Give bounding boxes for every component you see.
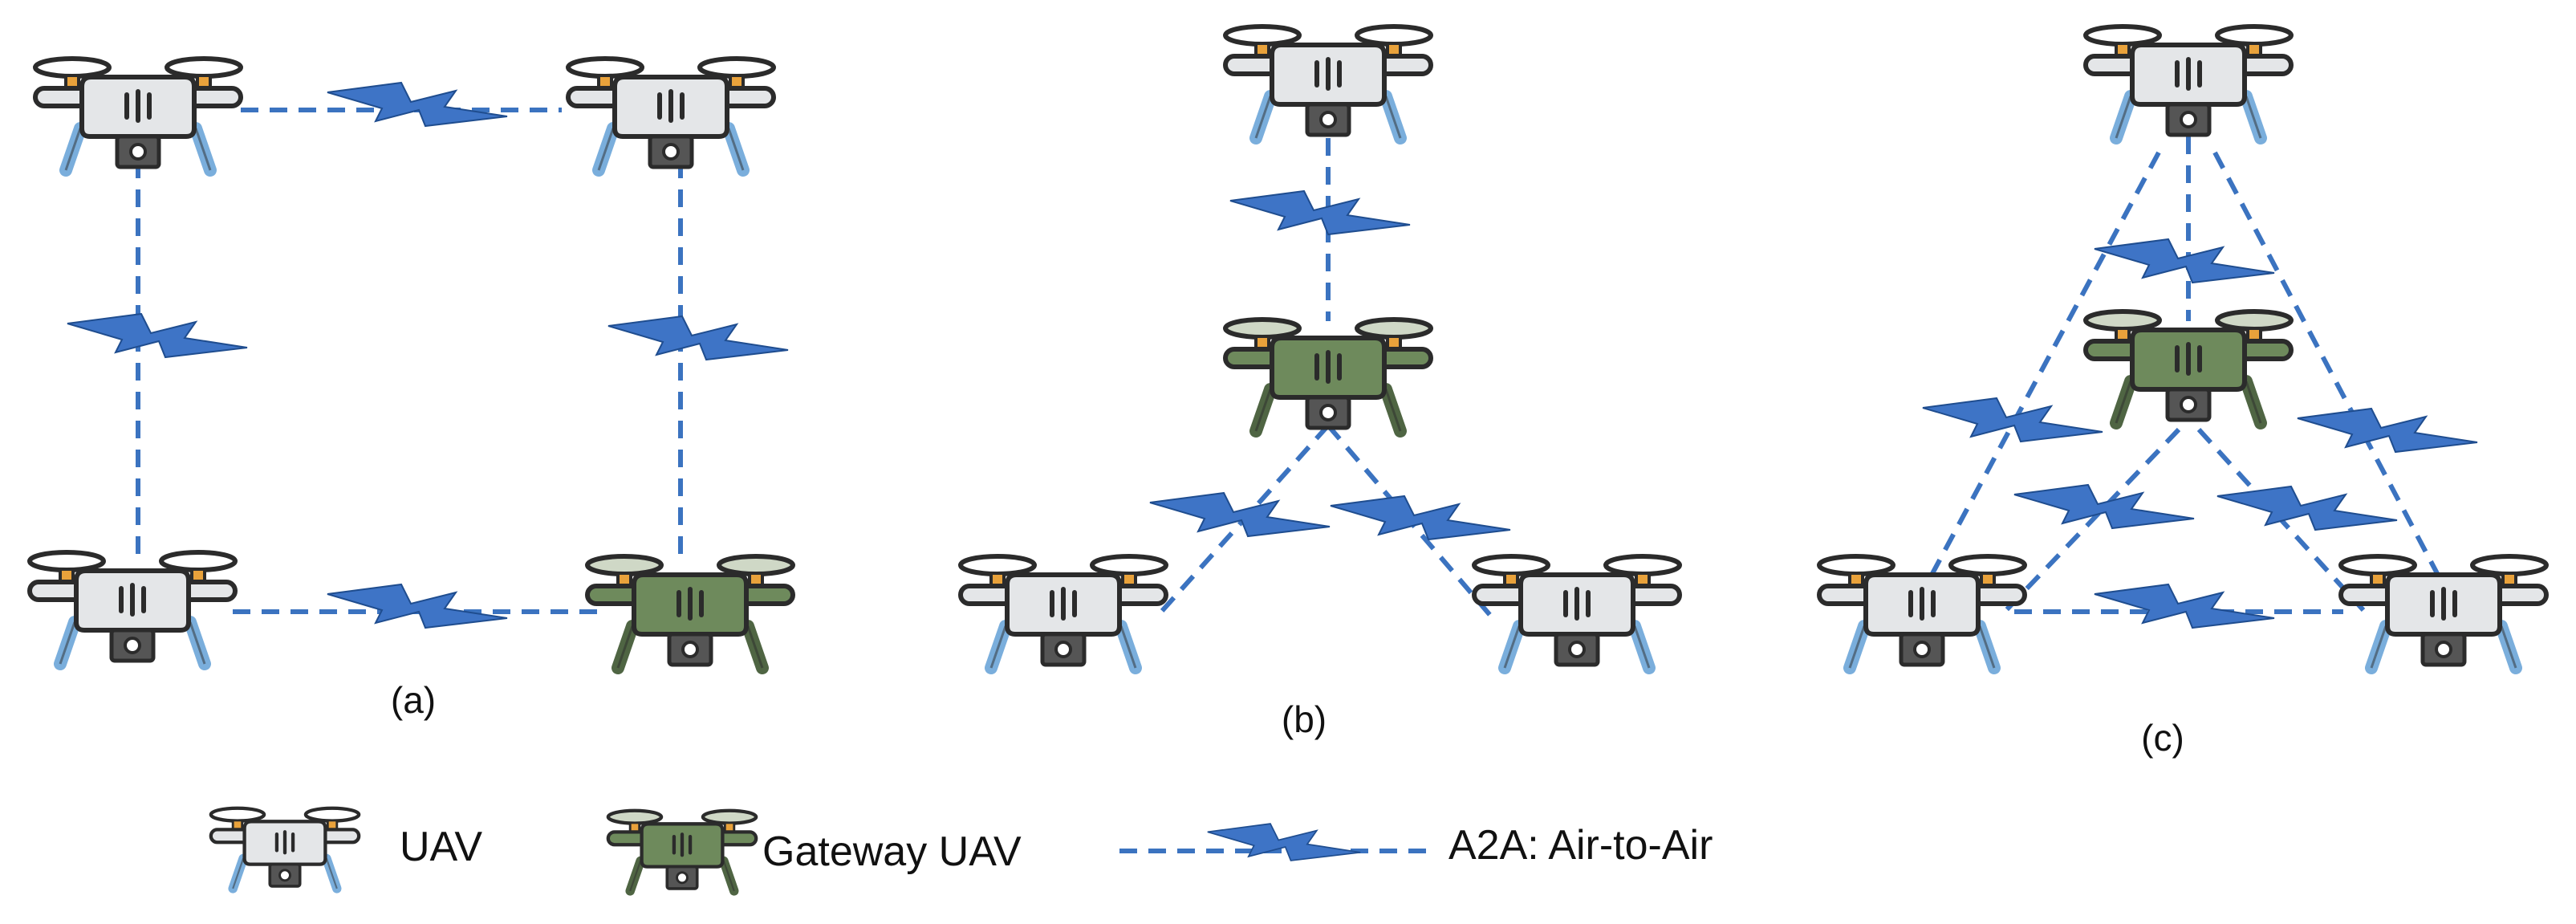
link-c-gateway-left [2004, 427, 2181, 613]
link-a-bottom-bolt-icon [327, 584, 508, 629]
link-a-right-bolt-icon [607, 315, 789, 360]
link-c-top-right-bolt-icon [2297, 408, 2478, 453]
legend-a2a-label: A2A: Air-to-Air [1448, 822, 1713, 869]
link-c-gateway-left-bolt-icon [2013, 484, 2195, 529]
link-a-top-bolt-icon [327, 82, 508, 127]
link-b-right-bolt-icon [1330, 495, 1511, 540]
drone-icon-a-top-left [33, 56, 243, 177]
link-c-top-left [1928, 151, 2161, 580]
drones-layer [27, 24, 2549, 896]
drone-icon-b-bottom-left [958, 554, 1168, 674]
drone-icon-a-top-right [566, 56, 776, 177]
drone-icon-b-top [1223, 24, 1433, 145]
legend-a2a-bolt-icon [1206, 823, 1362, 861]
link-c-top-right [2212, 151, 2442, 580]
drone-icon-b-bottom-right [1472, 554, 1682, 674]
link-c-top-left-bolt-icon [1922, 397, 2103, 442]
gateway-drone-icon-c-center [2083, 309, 2294, 429]
subfigure-label-a: (a) [391, 679, 436, 721]
drone-icon-a-bottom-left [27, 550, 238, 670]
link-c-bottom-bolt-icon [2094, 584, 2275, 629]
subfigure-label-b: (b) [1282, 698, 1327, 740]
drone-icon-c-bottom-right [2338, 554, 2549, 674]
bolts-layer [67, 82, 2478, 861]
gateway-drone-icon-b-center [1223, 317, 1433, 438]
subfigure-label-c: (c) [2141, 717, 2184, 759]
drone-icon-c-top [2083, 24, 2294, 145]
link-b-top-bolt-icon [1229, 190, 1411, 235]
drone-icon-c-bottom-left [1817, 554, 2027, 674]
legend-gateway-icon [606, 808, 758, 896]
gateway-drone-icon-a-bottom-right [585, 554, 795, 674]
link-a-left-bolt-icon [67, 313, 248, 358]
link-b-left-bolt-icon [1149, 492, 1331, 537]
link-c-top-gateway-bolt-icon [2094, 238, 2275, 283]
link-c-gateway-right-bolt-icon [2216, 486, 2398, 531]
legend: UAV Gateway UAV A2A: Air-to-Air [400, 822, 1713, 875]
legend-gateway-label: Gateway UAV [762, 828, 1022, 875]
legend-uav-label: UAV [400, 824, 482, 870]
legend-uav-icon [209, 806, 361, 893]
